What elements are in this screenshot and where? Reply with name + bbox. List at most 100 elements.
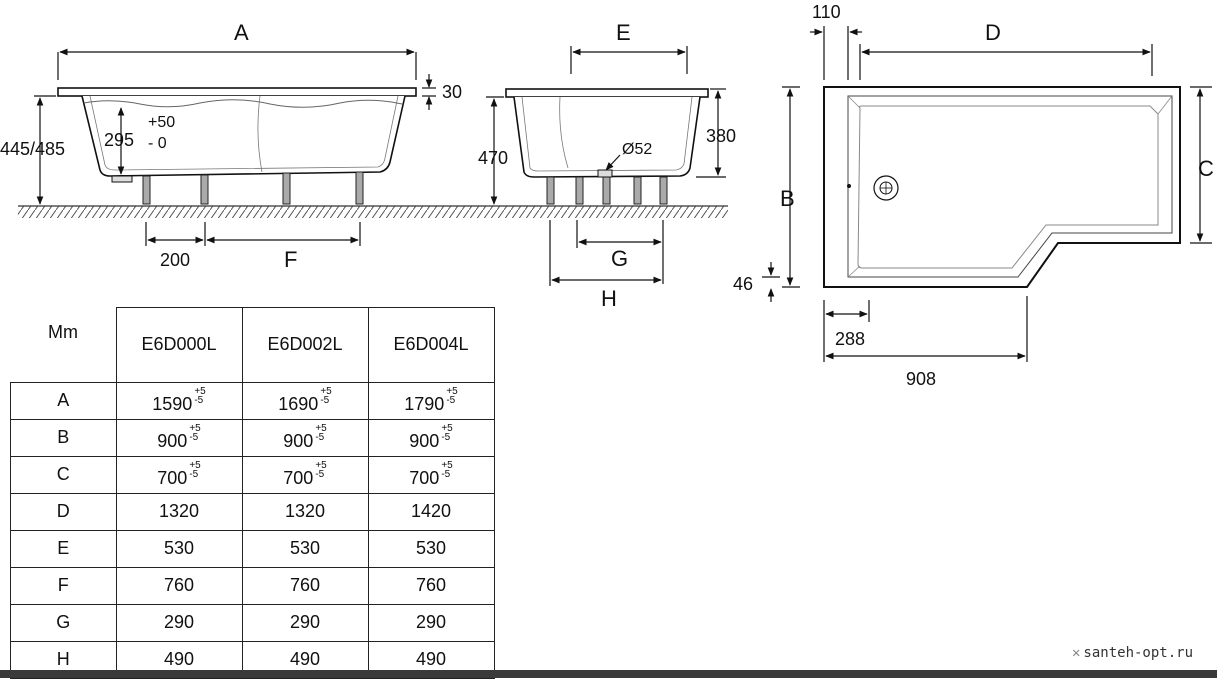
label-height-445-485: 445/485 [0, 139, 65, 159]
param-cell: B [10, 418, 117, 457]
tolerance-plus: +5 [189, 459, 201, 471]
value-cell: 1790+5-5 [367, 381, 495, 420]
param-cell: A [10, 381, 117, 420]
value-cell: 290 [241, 603, 369, 642]
label-b: B [780, 186, 795, 211]
value-cell: 700+5-5 [115, 455, 243, 494]
value-cell: 900+5-5 [115, 418, 243, 457]
model-header: E6D000L [115, 307, 243, 383]
label-offset-110: 110 [812, 2, 841, 22]
end-view-body [513, 96, 701, 178]
side-view-dimensions [34, 48, 436, 246]
value-cell: 760 [115, 566, 243, 605]
value-cell: 530 [115, 529, 243, 568]
end-view-drain [597, 169, 613, 178]
tolerance: +5-5 [194, 385, 206, 405]
value-cell: 900+5-5 [367, 418, 495, 457]
value-cell: 530 [241, 529, 369, 568]
plan-view-outline [823, 86, 1181, 288]
label-height-470: 470 [478, 148, 508, 168]
value-cell: 290 [115, 603, 243, 642]
value-cell: 700+5-5 [241, 455, 369, 494]
tolerance: +5-5 [315, 459, 327, 480]
end-view-labels: E 470 380 Ø52 G H [478, 20, 736, 311]
tolerance-plus: +5 [320, 385, 332, 397]
value-cell: 530 [367, 529, 495, 568]
tolerance: +5-5 [189, 459, 201, 480]
tolerance-minus: -5 [189, 468, 199, 480]
plan-view-dimensions [762, 26, 1212, 362]
side-view [57, 87, 417, 205]
table-header-row: Mm E6D000L E6D002L E6D004L [11, 307, 495, 383]
model-header: E6D002L [241, 307, 369, 383]
cross-arrows-icon: ✕ [1071, 645, 1081, 661]
plan-view-labels: 110 D B C 46 288 908 [733, 2, 1214, 389]
end-view [505, 88, 709, 205]
label-e: E [616, 20, 631, 45]
param-cell: E [10, 529, 117, 568]
value-text: 1320 [158, 501, 200, 521]
label-section-908: 908 [906, 369, 936, 389]
value-cell: 1320 [115, 492, 243, 531]
label-water-295: 295 [104, 130, 134, 150]
value-text: 490 [415, 649, 447, 669]
plan-view [823, 86, 1181, 288]
label-step-46: 46 [733, 274, 753, 294]
side-view-rim [57, 87, 417, 97]
label-h: H [601, 286, 617, 311]
value-cell: 760 [367, 566, 495, 605]
param-cell: C [10, 455, 117, 494]
unit-header: Mm [48, 321, 78, 342]
tolerance: +5-5 [446, 385, 458, 406]
value-text: 490 [163, 649, 195, 669]
side-view-body [81, 95, 406, 177]
tolerance: +5-5 [441, 460, 452, 480]
value-cell: 1320 [241, 492, 369, 531]
tolerance-minus: -5 [446, 394, 456, 406]
label-inner-288: 288 [835, 329, 865, 349]
value-cell: 760 [241, 566, 369, 605]
table-row: E 530 530 530 [10, 529, 495, 568]
value-text: 1690 [278, 393, 319, 414]
tolerance-plus: +5 [446, 385, 458, 397]
tolerance-minus: -5 [189, 431, 199, 443]
plan-view-drain [873, 175, 899, 201]
tolerance: +5-5 [441, 423, 452, 443]
tolerance-plus: +5 [315, 459, 327, 471]
tolerance-minus: -5 [441, 431, 451, 443]
tolerance-plus: +5 [315, 422, 327, 434]
tolerance-minus: -5 [441, 468, 451, 480]
side-view-legs [142, 171, 364, 205]
value-text: 530 [289, 538, 321, 558]
value-text: 700 [157, 467, 188, 488]
param-cell: F [10, 566, 117, 605]
label-depth-380: 380 [706, 126, 736, 146]
param-cell: G [10, 603, 117, 642]
tolerance: +5-5 [315, 422, 327, 443]
value-text: 760 [163, 575, 195, 595]
value-text: 530 [163, 538, 195, 558]
value-text: 760 [415, 575, 447, 595]
tolerance: +5-5 [189, 422, 201, 443]
end-view-legs [546, 176, 668, 205]
watermark-text: santeh-opt.ru [1083, 645, 1193, 661]
tolerance-minus: -5 [315, 468, 325, 480]
tolerance-plus: +5 [194, 385, 206, 397]
tolerance-minus: -5 [315, 431, 325, 443]
value-cell: 290 [367, 603, 495, 642]
end-view-dimensions [486, 46, 726, 286]
tolerance-plus: +5 [189, 422, 201, 434]
value-cell: 700+5-5 [367, 455, 495, 494]
label-a: A [234, 20, 249, 45]
label-g: G [611, 246, 628, 271]
tolerance: +5-5 [320, 385, 332, 405]
value-text: 290 [415, 612, 447, 632]
label-f: F [284, 247, 297, 272]
